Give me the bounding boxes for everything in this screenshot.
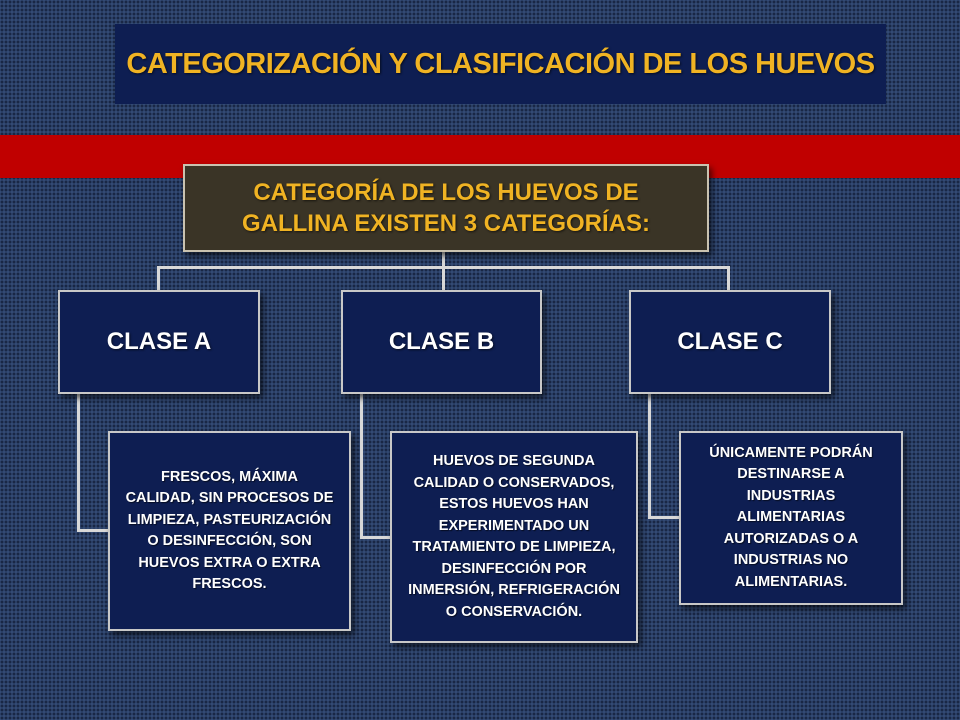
title-banner: CATEGORIZACIÓN Y CLASIFICACIÓN DE LOS HU… xyxy=(115,24,886,104)
class-c-desc-line: ALIMENTARIAS. xyxy=(734,573,848,590)
class-c-desc-line: ÚNICAMENTE PODRÁN xyxy=(709,444,873,461)
class-b-desc-line: HUEVOS DE SEGUNDA xyxy=(433,453,595,469)
root-category-box: CATEGORÍA DE LOS HUEVOS DE GALLINA EXIST… xyxy=(183,164,709,252)
slide-title: CATEGORIZACIÓN Y CLASIFICACIÓN DE LOS HU… xyxy=(126,47,875,80)
connector-a-horizontal xyxy=(77,529,110,532)
connector-b-vertical xyxy=(360,392,363,538)
class-a-desc-line: LIMPIEZA, PASTEURIZACIÓN xyxy=(127,511,332,528)
class-c-description-box: ÚNICAMENTE PODRÁN DESTINARSE A INDUSTRIA… xyxy=(679,431,903,605)
root-line-1: CATEGORÍA DE LOS HUEVOS DE xyxy=(253,179,639,206)
class-c-desc-line: INDUSTRIAS NO xyxy=(733,552,849,569)
class-b-desc-line: TRATAMIENTO DE LIMPIEZA, xyxy=(412,539,616,555)
class-a-desc-line: CALIDAD, SIN PROCESOS DE xyxy=(125,490,334,506)
class-a-desc-line: FRESCOS, MÁXIMA xyxy=(161,468,298,485)
class-a-label: CLASE A xyxy=(106,328,212,355)
connector-drop-b xyxy=(442,266,445,291)
class-a-description-box: FRESCOS, MÁXIMA CALIDAD, SIN PROCESOS DE… xyxy=(108,431,351,631)
class-a-desc-line: FRESCOS. xyxy=(192,576,267,592)
class-b-box: CLASE B xyxy=(341,290,542,394)
class-b-description-box: HUEVOS DE SEGUNDA CALIDAD O CONSERVADOS,… xyxy=(390,431,638,643)
class-c-description: ÚNICAMENTE PODRÁN DESTINARSE A INDUSTRIA… xyxy=(709,443,873,594)
class-b-desc-line: ESTOS HUEVOS HAN xyxy=(439,496,589,512)
class-a-desc-line: HUEVOS EXTRA O EXTRA xyxy=(138,554,321,571)
root-line-2: GALLINA EXISTEN 3 CATEGORÍAS: xyxy=(241,210,651,237)
class-c-desc-line: AUTORIZADAS O A xyxy=(723,530,859,547)
connector-root-stem xyxy=(442,248,445,268)
class-c-label: CLASE C xyxy=(677,328,783,355)
class-c-desc-line: ALIMENTARIAS xyxy=(736,509,846,526)
connector-c-vertical xyxy=(648,392,651,519)
class-b-desc-line: EXPERIMENTADO UN xyxy=(438,517,590,534)
connector-a-vertical xyxy=(77,392,80,531)
class-a-box: CLASE A xyxy=(58,290,260,394)
class-b-desc-line: CALIDAD O CONSERVADOS, xyxy=(413,474,615,491)
class-b-label: CLASE B xyxy=(388,328,495,355)
class-b-desc-line: DESINFECCIÓN POR xyxy=(441,560,587,577)
class-a-description: FRESCOS, MÁXIMA CALIDAD, SIN PROCESOS DE… xyxy=(126,467,334,596)
connector-drop-a xyxy=(157,266,160,291)
connector-drop-c xyxy=(727,266,730,291)
connector-b-horizontal xyxy=(360,536,392,539)
class-b-desc-line: INMERSIÓN, REFRIGERACIÓN xyxy=(408,582,620,598)
class-a-desc-line: O DESINFECCIÓN, SON xyxy=(147,533,312,549)
class-c-desc-line: INDUSTRIAS xyxy=(746,487,836,504)
class-c-desc-line: DESTINARSE A xyxy=(737,466,845,483)
class-c-box: CLASE C xyxy=(629,290,831,394)
connector-c-horizontal xyxy=(648,516,681,519)
class-b-description: HUEVOS DE SEGUNDA CALIDAD O CONSERVADOS,… xyxy=(408,451,620,623)
class-b-desc-line: O CONSERVACIÓN. xyxy=(445,603,583,620)
